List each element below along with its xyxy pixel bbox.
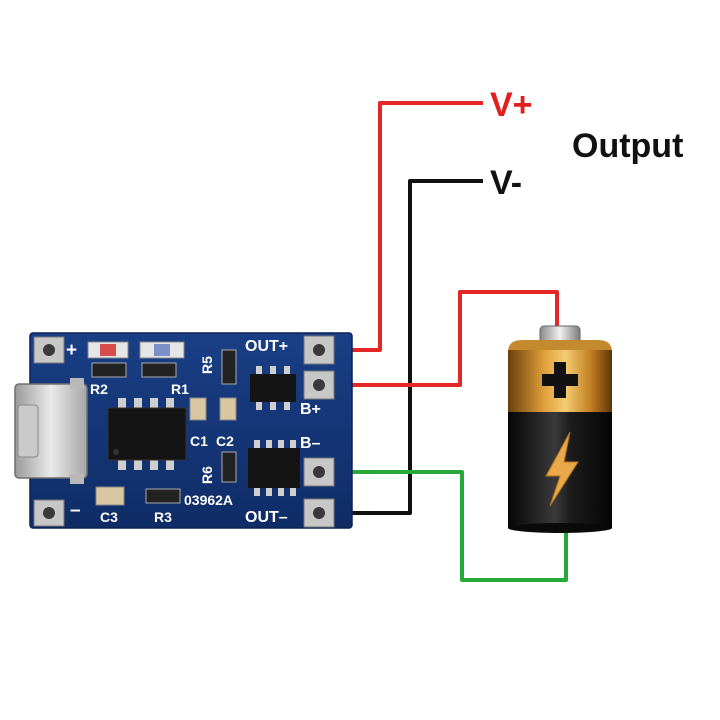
resistor-r3-part <box>145 488 181 504</box>
lightning-icon <box>545 431 579 507</box>
battery <box>508 325 612 533</box>
capacitor-c2-part <box>219 397 237 421</box>
pad-minus <box>33 499 65 527</box>
wire-output-negative <box>326 179 483 515</box>
wire-output-positive <box>326 101 483 352</box>
label-r3: R3 <box>154 509 172 525</box>
resistor-r6-part <box>221 451 237 483</box>
label-b-minus: B– <box>300 435 321 452</box>
pcb-plus-label: + <box>66 340 77 361</box>
label-r6: R6 <box>199 466 215 484</box>
label-c1: C1 <box>190 433 208 449</box>
label-c3: C3 <box>100 509 118 525</box>
resistor-r2-part <box>91 362 127 378</box>
led-blue <box>139 341 185 359</box>
plus-icon <box>542 362 578 398</box>
label-r5: R5 <box>199 356 215 374</box>
pad-out-minus <box>303 498 335 528</box>
capacitor-c1-part <box>189 397 207 421</box>
capacitor-c3-part <box>95 486 125 506</box>
output-label: Output <box>572 127 683 165</box>
pcb-minus-label: – <box>70 500 81 521</box>
charging-module-board: + – R2 R1 R5 R6 <box>14 332 353 529</box>
resistor-r5-part <box>221 349 237 385</box>
pad-plus <box>33 336 65 364</box>
usb-opening <box>17 404 39 458</box>
usb-tab-bottom <box>70 474 84 484</box>
wire-battery-negative <box>326 470 568 582</box>
pad-b-plus <box>303 370 335 400</box>
label-r2: R2 <box>90 381 108 397</box>
pad-out-plus <box>303 335 335 365</box>
wires <box>326 101 568 582</box>
label-b-plus: B+ <box>300 401 321 418</box>
vminus-label: V- <box>490 164 522 202</box>
board-code: 03962A <box>184 492 233 508</box>
pad-b-minus <box>303 457 335 487</box>
label-c2: C2 <box>216 433 234 449</box>
charger-ic <box>107 398 187 470</box>
battery-base <box>508 523 612 533</box>
wire-battery-positive <box>326 290 559 387</box>
vplus-label: V+ <box>490 86 533 124</box>
battery-shoulder <box>508 340 612 352</box>
label-out-minus: OUT– <box>245 509 288 526</box>
led-red <box>87 341 129 359</box>
mosfet-ic <box>248 440 300 496</box>
resistor-r1-part <box>141 362 177 378</box>
label-out-plus: OUT+ <box>245 338 288 355</box>
protection-ic <box>250 366 296 410</box>
usb-tab-top <box>70 378 84 388</box>
label-r1: R1 <box>171 381 189 397</box>
